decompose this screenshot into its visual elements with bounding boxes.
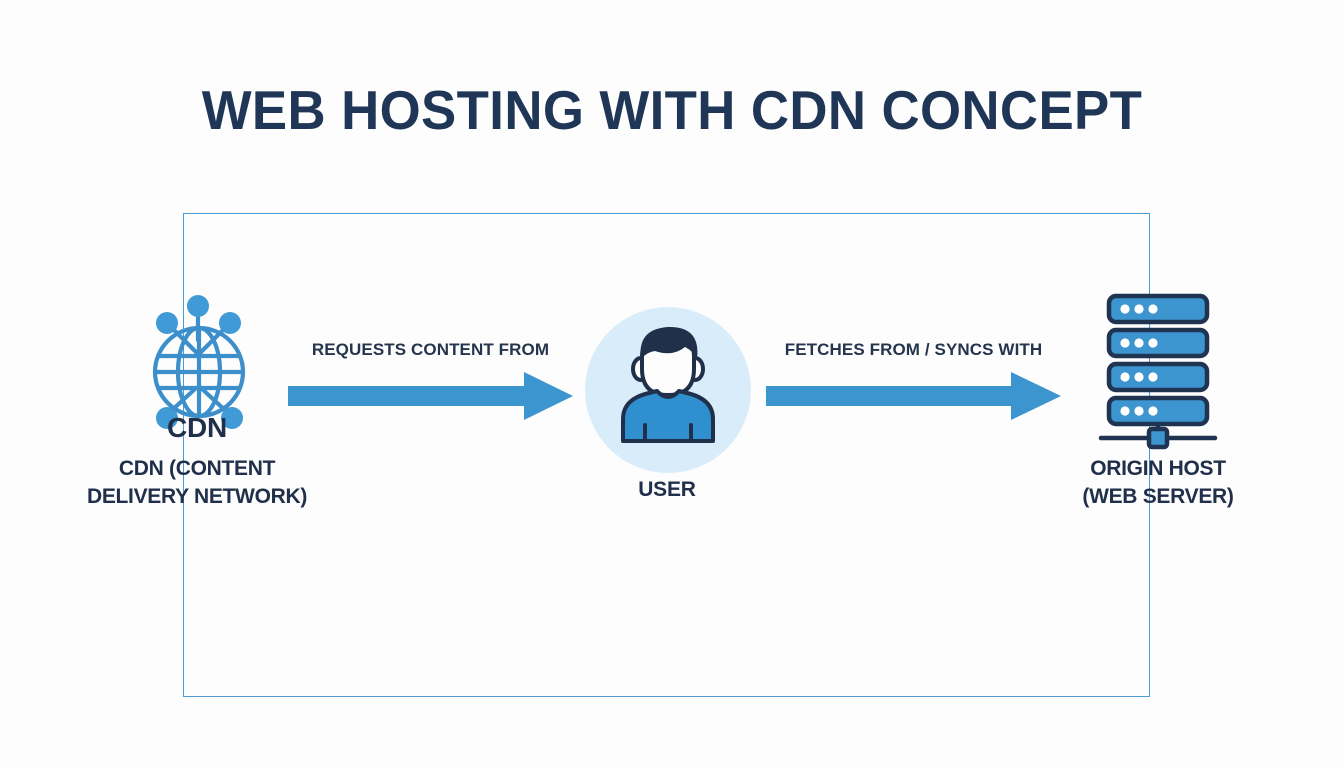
diagram-frame [183, 213, 1150, 697]
cdn-caption: CDN (CONTENT DELIVERY NETWORK) [72, 455, 322, 511]
arrow-cdn-to-user: REQUESTS CONTENT FROM [288, 340, 573, 420]
cdn-overlay-label: CDN [166, 412, 228, 443]
host-caption-line1: ORIGIN HOST [1090, 457, 1226, 480]
arrow-cdn-to-user-label: REQUESTS CONTENT FROM [311, 340, 550, 359]
cdn-node[interactable]: CDN CDN (CONTENT DELIVERY NETWORK) [82, 290, 312, 515]
origin-host-node[interactable]: ORIGIN HOST (WEB SERVER) [1038, 290, 1278, 515]
right-arrow-icon [288, 372, 573, 420]
host-caption-line2: (WEB SERVER) [1082, 485, 1234, 508]
right-arrow-icon [766, 372, 1061, 420]
arrow-user-to-host-label: FETCHES FROM / SYNCS WITH [784, 340, 1043, 359]
cdn-caption-line1: CDN (CONTENT [118, 457, 276, 480]
cdn-caption-line2: DELIVERY NETWORK) [86, 485, 308, 508]
origin-host-caption: ORIGIN HOST (WEB SERVER) [1033, 455, 1283, 511]
user-avatar-icon [585, 307, 751, 473]
user-node[interactable]: USER [567, 300, 767, 515]
globe-network-icon [112, 290, 282, 445]
page-title: WEB HOSTING WITH CDN CONCEPT [201, 79, 1143, 141]
server-rack-icon [1093, 290, 1223, 450]
arrow-user-to-host: FETCHES FROM / SYNCS WITH [766, 340, 1061, 420]
user-caption: USER [638, 478, 696, 501]
